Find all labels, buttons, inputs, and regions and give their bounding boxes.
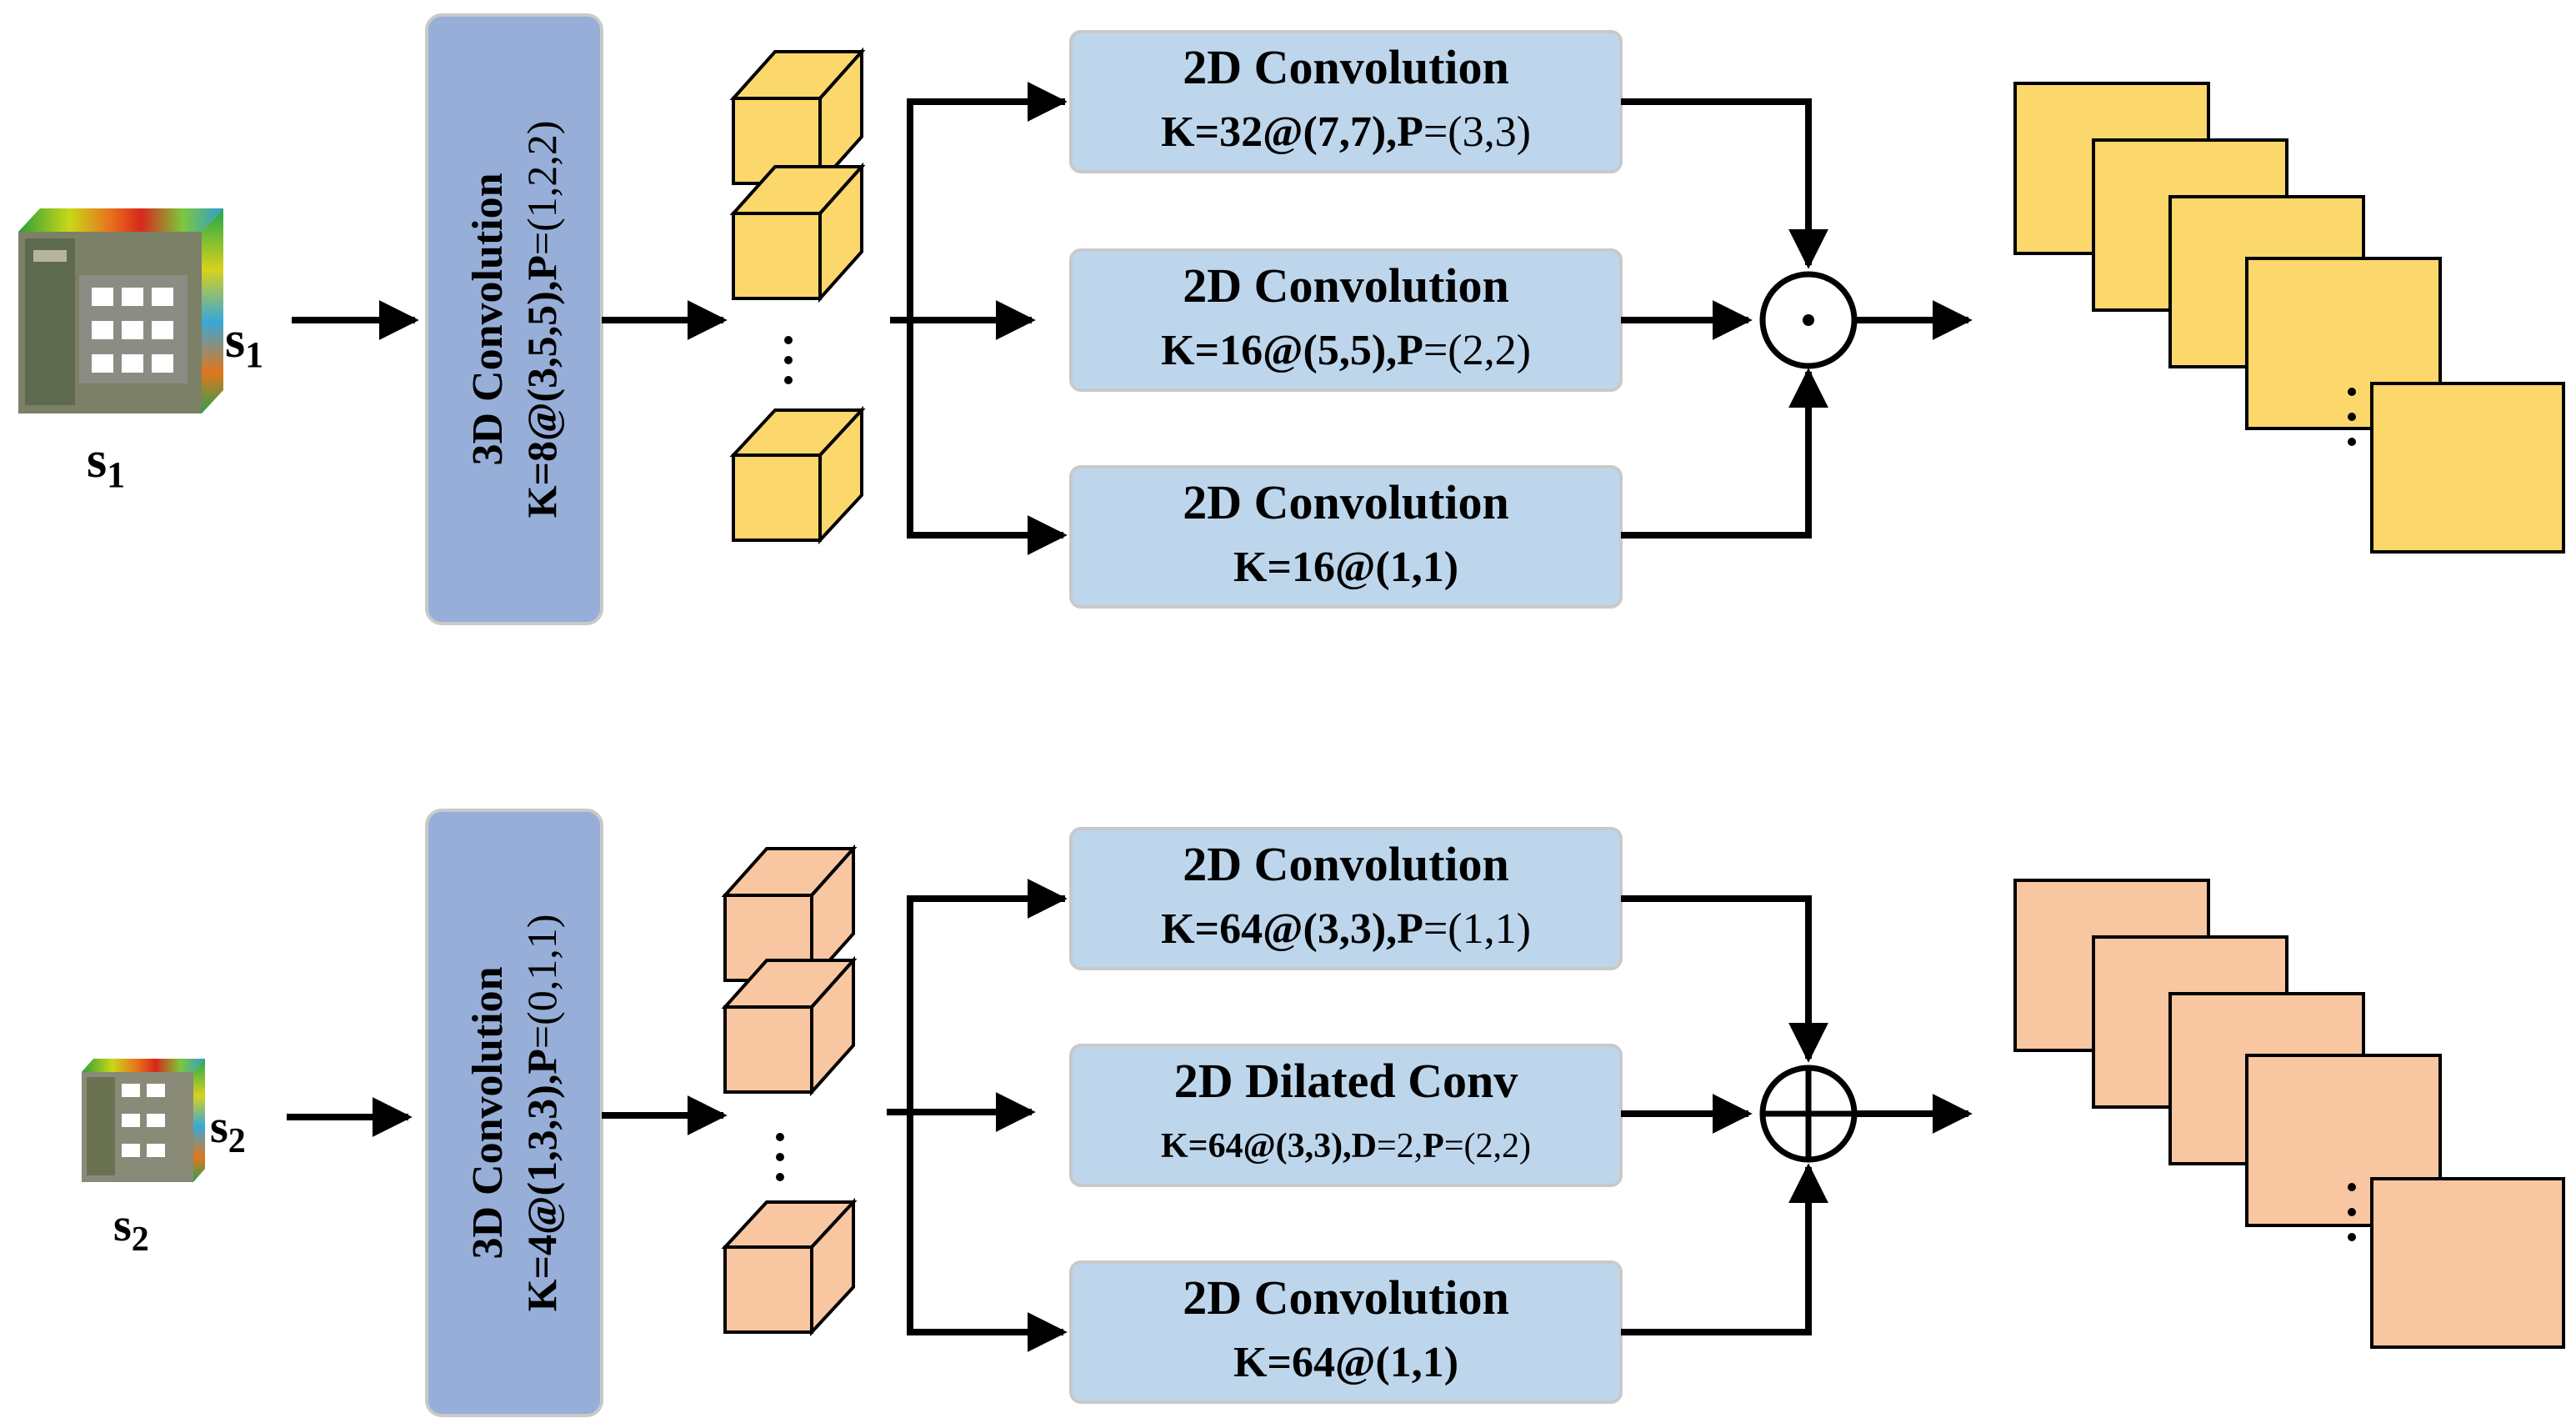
input-label-below-s2: s2 [113,1200,149,1259]
output-feature-maps [2013,879,2565,1349]
branch-conv-1: 2D Convolution K=32@(7,7),P=(3,3) [1069,30,1623,173]
feature-cube [729,47,866,188]
branch-title: 2D Convolution [1183,475,1509,529]
aerial-image-roof [152,288,173,306]
bottom-pipeline: s2 s2 3D Convolution K=4@(1,3,3),P=(0,1,… [82,809,2565,1417]
aerial-image-roof [122,1144,140,1157]
input-label-side-s2: s2 [210,1101,246,1160]
aerial-image-roof [92,354,113,373]
branch-params: K=64@(3,3),P=(1,1) [1161,905,1531,953]
ellipsis-dot [776,1153,784,1161]
aerial-image-roof [152,321,173,339]
branch-params: K=16@(5,5),P=(2,2) [1161,327,1531,374]
branch-splitter [907,98,1065,539]
aerial-image-roof [92,288,113,306]
ellipsis-dot [2348,388,2356,396]
branch-params: K=32@(7,7),P=(3,3) [1161,108,1531,156]
branch-conv-1: 2D Convolution K=64@(3,3),P=(1,1) [1069,827,1623,970]
conv3d-box [425,809,603,1417]
branch-params: K=16@(1,1) [1233,544,1458,591]
ellipsis-dot [2348,438,2356,446]
aerial-image-roof [147,1144,165,1157]
ellipsis-dot [2348,1233,2356,1241]
input-label-side-s1: s1 [225,312,263,375]
aerial-image-roof [122,1114,140,1127]
ellipsis-dot [776,1173,784,1181]
ellipsis-dot [2348,413,2356,421]
aerial-image-detail [87,1077,115,1175]
feature-cubes [721,844,858,1337]
input-cube-side-face [202,208,223,413]
branch-dilated-conv: 2D Dilated Conv K=64@(3,3),D=2,P=(2,2) [1069,1044,1623,1187]
feature-cube [729,162,866,303]
elementwise-product-icon [1759,271,1858,369]
aerial-image-roof [92,321,113,339]
branch-params: K=64@(3,3),D=2,P=(2,2) [1161,1127,1531,1165]
aerial-image-roof [122,1084,140,1097]
branch-title: 2D Convolution [1183,837,1509,891]
ellipsis-dot [784,356,793,364]
branch-conv-3: 2D Convolution K=16@(1,1) [1069,465,1623,609]
feature-cube [721,955,858,1097]
aerial-image-roof [122,321,143,339]
conv3d-params: K=8@(3,5,5),P=(1,2,2) [518,121,565,519]
input-label-below-s1: s1 [87,432,125,495]
conv3d-label: 3D Convolution K=4@(1,3,3),P=(0,1,1) [464,914,565,1312]
ellipsis-dot [2348,1208,2356,1216]
output-feature-maps [2013,82,2565,554]
arrow-branch-3-to-merge [1621,1163,1828,1335]
feature-map [2370,1177,2565,1349]
ellipsis-dot [776,1133,784,1141]
conv3d-title: 3D Convolution [464,173,512,465]
feature-map [2370,382,2565,554]
elementwise-sum-icon [1759,1065,1858,1163]
branch-title: 2D Convolution [1183,258,1509,313]
conv3d-title: 3D Convolution [464,966,512,1259]
branch-title: 2D Convolution [1183,1270,1509,1325]
input-patch-s1 [18,208,223,413]
aerial-image-detail [33,250,67,262]
input-patch-s2 [82,1059,205,1182]
input-cube-side-face [193,1059,205,1182]
branch-title: 2D Convolution [1183,40,1509,94]
conv3d-label: 3D Convolution K=8@(3,5,5),P=(1,2,2) [464,121,565,519]
arrow-branch-1-to-merge [1621,98,1828,269]
branch-conv-2: 2D Convolution K=16@(5,5),P=(2,2) [1069,248,1623,392]
feature-cube [721,1197,858,1337]
branch-params: K=64@(1,1) [1233,1339,1458,1386]
branch-conv-3: 2D Convolution K=64@(1,1) [1069,1260,1623,1404]
branch-splitter [907,895,1065,1335]
feature-cube [729,405,866,545]
aerial-image-roof [147,1114,165,1127]
conv3d-params: K=4@(1,3,3),P=(0,1,1) [518,914,565,1312]
input-cube-top-face [82,1059,205,1072]
aerial-image-roof [122,354,143,373]
feature-cubes [729,47,866,545]
top-pipeline: s1 s1 3D Convolution K=8@(3,5,5),P=(1,2,… [18,13,2565,625]
input-cube-top-face [18,208,223,232]
aerial-image-detail [25,238,75,405]
branch-title: 2D Dilated Conv [1174,1054,1518,1108]
ellipsis-dot [2348,1183,2356,1191]
conv3d-box [425,13,603,625]
arrow-branch-3-to-merge [1621,368,1828,539]
aerial-image-roof [147,1084,165,1097]
ellipsis-dot [784,336,793,344]
aerial-image-roof [122,288,143,306]
ellipsis-dot [784,376,793,384]
arrow-branch-1-to-merge [1621,895,1828,1063]
aerial-image-roof [152,354,173,373]
